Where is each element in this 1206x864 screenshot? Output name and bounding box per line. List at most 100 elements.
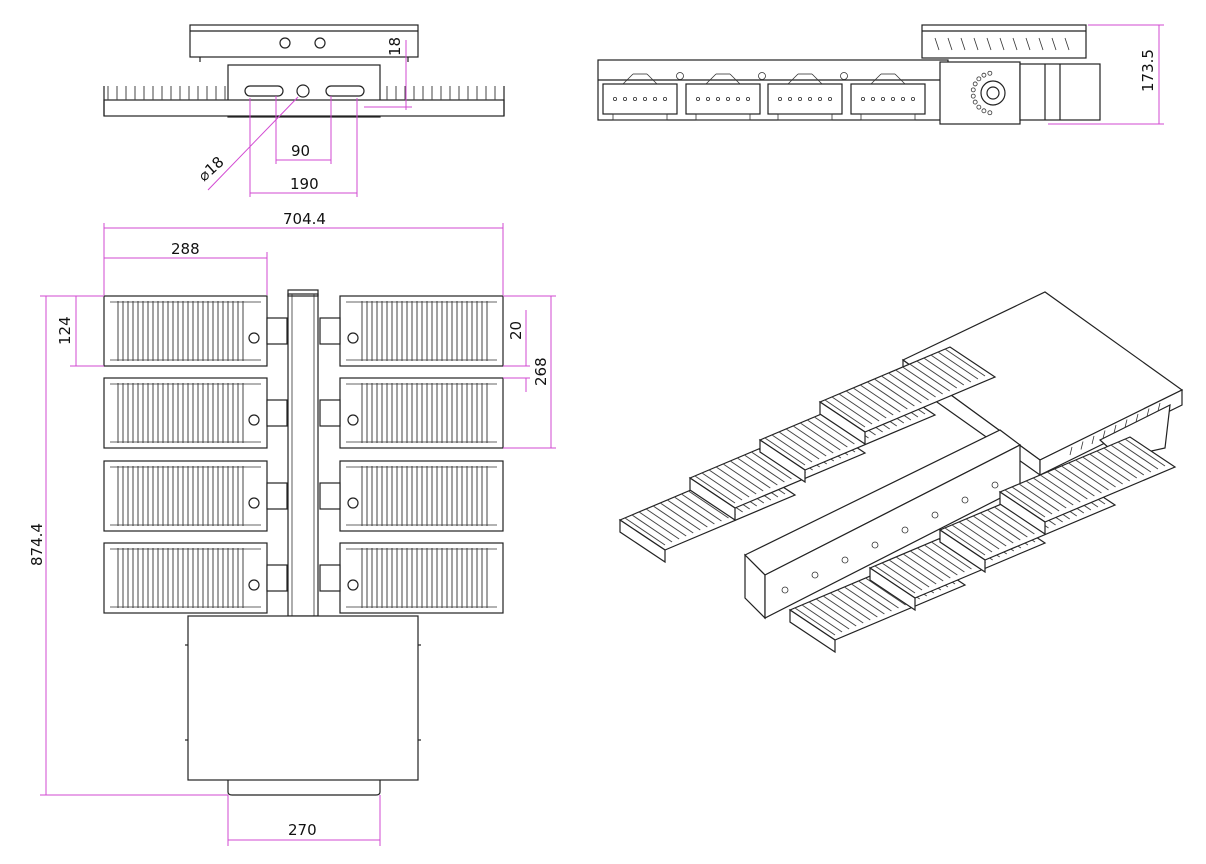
- iso-fin: [778, 431, 820, 460]
- iso-beam-holes: [781, 481, 999, 594]
- side-module: [685, 83, 761, 115]
- iso-fin: [808, 601, 850, 630]
- side-module-hole: [746, 97, 751, 102]
- iso-beam-hole: [931, 511, 939, 519]
- iso-vent-slot: [1135, 413, 1139, 423]
- iso-fin: [652, 505, 694, 534]
- iso-beam-hole: [901, 526, 909, 534]
- iso-fin: [631, 514, 673, 543]
- led-module-left: [103, 377, 268, 449]
- pair-height-label: 268: [532, 357, 550, 386]
- side-module-hole: [736, 97, 741, 102]
- iso-fin: [1011, 486, 1053, 515]
- iso-beam-hole: [811, 571, 819, 579]
- iso-fin: [987, 509, 1028, 538]
- iso-fin: [837, 589, 878, 618]
- iso-fin: [951, 524, 993, 553]
- iso-fin: [815, 598, 857, 627]
- iso-fin: [965, 518, 1007, 547]
- led-module-left: [103, 295, 268, 367]
- iso-fin: [660, 502, 701, 531]
- side-frame-hole: [758, 72, 766, 80]
- vent-slot: [1012, 37, 1018, 51]
- module-height-label: 124: [56, 316, 74, 345]
- angle-hole: [976, 104, 982, 110]
- iso-fin: [764, 437, 806, 466]
- module-joint: [266, 564, 288, 592]
- iso-fin: [737, 457, 778, 486]
- iso-modules: [618, 346, 1177, 654]
- side-angle-holes: [970, 70, 993, 116]
- side-frame-hole: [840, 72, 848, 80]
- iso-fin: [667, 499, 708, 528]
- iso-fin: [944, 527, 986, 556]
- side-module: [767, 83, 843, 115]
- iso-vent-slot: [1146, 408, 1150, 417]
- module-gland: [248, 497, 260, 509]
- side-module-hole: [901, 97, 906, 102]
- iso-fin: [1075, 459, 1116, 488]
- module-gland: [347, 579, 359, 591]
- angle-hole: [976, 76, 982, 82]
- front-driver-box: [189, 24, 419, 58]
- iso-beam-hole: [991, 481, 999, 489]
- iso-fin: [1124, 438, 1166, 467]
- module-gap-label: 20: [507, 321, 525, 340]
- module-gland: [347, 332, 359, 344]
- iso-fin: [860, 384, 901, 413]
- iso-fin: [1004, 489, 1046, 518]
- iso-fin: [1047, 471, 1088, 500]
- iso-fin: [830, 592, 871, 621]
- iso-vent-slot: [1124, 419, 1128, 428]
- side-module-hole: [798, 97, 803, 102]
- angle-hole: [970, 93, 976, 99]
- side-module-hole: [613, 97, 618, 102]
- iso-fin: [994, 506, 1035, 535]
- led-modules: [103, 295, 504, 614]
- iso-fin: [838, 393, 880, 422]
- module-joint: [319, 482, 341, 510]
- module-joint: [319, 317, 341, 345]
- iso-fin: [831, 396, 873, 425]
- side-view: 173.5: [597, 24, 1164, 125]
- module-gland: [248, 414, 260, 426]
- vent-slot: [947, 37, 953, 51]
- bracket-width-label: 270: [288, 821, 317, 839]
- iso-fin: [930, 354, 972, 383]
- side-mount: [939, 61, 1021, 125]
- side-modules: [602, 72, 926, 121]
- side-module-hole: [861, 97, 866, 102]
- iso-fin: [730, 460, 771, 489]
- iso-fin: [1110, 444, 1152, 473]
- iso-fin: [895, 556, 937, 585]
- total-width-label: 704.4: [283, 210, 326, 228]
- vent-slot: [1025, 37, 1031, 51]
- front-hole: [314, 37, 326, 49]
- iso-fin: [645, 508, 687, 537]
- module-gland: [347, 497, 359, 509]
- iso-fin: [822, 595, 864, 624]
- iso-fin: [771, 434, 813, 463]
- iso-beam-hole: [961, 496, 969, 504]
- iso-fin: [785, 428, 827, 457]
- vent-slot: [986, 37, 992, 51]
- side-module-hole: [716, 97, 721, 102]
- module-joint: [266, 482, 288, 510]
- iso-fin: [708, 469, 750, 498]
- center-beam: [287, 293, 319, 617]
- iso-fin: [1061, 465, 1102, 494]
- side-module-hole: [788, 97, 793, 102]
- iso-fin: [895, 369, 936, 398]
- iso-fin: [916, 360, 958, 389]
- iso-fin: [980, 512, 1021, 541]
- led-module-left: [103, 542, 268, 614]
- iso-fin: [851, 583, 892, 612]
- driver-box: [187, 615, 419, 781]
- iso-fin: [888, 559, 930, 588]
- iso-fin: [744, 454, 785, 483]
- iso-fin: [881, 562, 923, 591]
- iso-fin: [844, 586, 885, 615]
- side-module-hole: [663, 97, 668, 102]
- module-gland: [248, 332, 260, 344]
- hole-diameter-label: ⌀18: [195, 153, 228, 185]
